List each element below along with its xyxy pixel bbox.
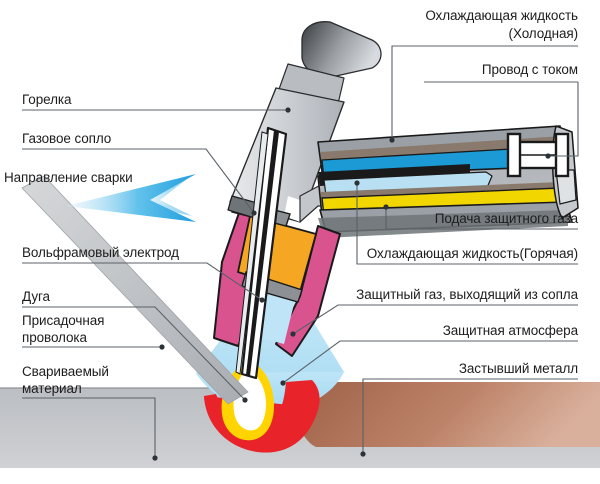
label-gas-nozzle: Газовое сопло [22, 131, 112, 146]
label-filler-wire-line2: проволока [22, 330, 87, 345]
label-base-material-line1: Свариваемый [22, 364, 109, 379]
label-current-cable: Провод с током [481, 62, 578, 77]
weld-direction-arrow [66, 174, 196, 222]
label-weld-direction: Направление сварки [4, 170, 133, 185]
label-solidified-metal: Застывший металл [458, 361, 578, 376]
label-gas-exiting-nozzle: Защитный газ, выходящий из сопла [356, 287, 578, 302]
tungsten-electrode [235, 126, 288, 380]
label-torch: Горелка [22, 92, 72, 107]
leader-lines [22, 45, 579, 461]
label-arc: Дуга [22, 289, 50, 304]
cable-hose-assembly [317, 125, 579, 238]
label-shield-atmosphere: Защитная атмосфера [442, 323, 578, 338]
label-filler-wire-line1: Присадочная [22, 313, 105, 328]
label-coolant-cold-line1: Охлаждающая жидкость [425, 8, 578, 23]
label-coolant-hot: Охлаждающая жидкость(Горячая) [366, 246, 578, 261]
solidified-metal-bead [286, 382, 600, 447]
filler-wire [21, 175, 249, 405]
label-base-material-line2: материал [22, 381, 82, 396]
label-coolant-cold-line2: (Холодная) [508, 26, 579, 41]
label-gas-supply: Подача защитного газа [434, 211, 578, 226]
label-tungsten-electrode: Вольфрамовый электрод [22, 245, 179, 260]
